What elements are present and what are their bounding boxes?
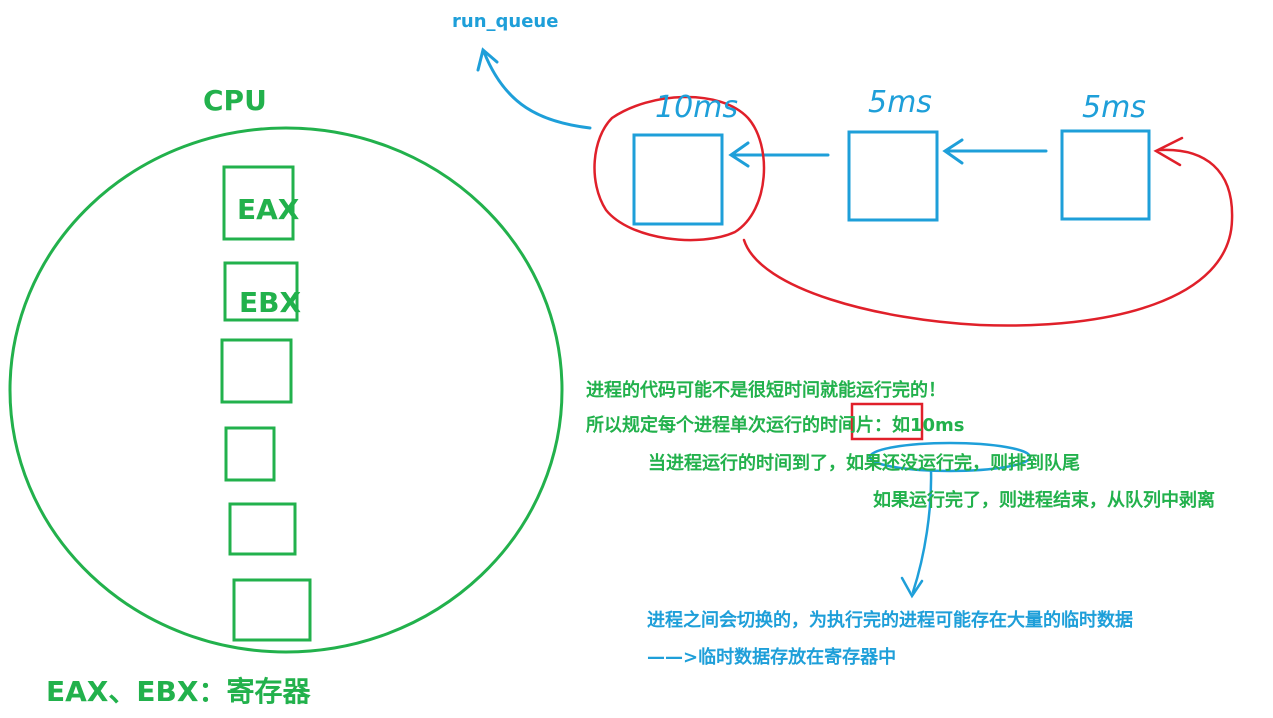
run-queue-label: run_queue: [452, 11, 559, 32]
register-label-ebx: EBX: [239, 286, 302, 319]
queue-arrow-3-to-2: [942, 138, 1048, 165]
register-label-eax: EAX: [237, 193, 300, 226]
switch-note-line-2: ——>临时数据存放在寄存器中: [647, 647, 897, 668]
note-line-4: 如果运行完了，则进程结束，从队列中剥离: [873, 490, 1215, 511]
queue-arrow-2-to-1: [728, 141, 830, 168]
cpu-circle: [8, 126, 564, 654]
register-box: [228, 502, 297, 556]
queue-box-2: [847, 130, 939, 222]
not-finished-ellipse: [868, 441, 1032, 473]
slice-label-1: 10ms: [655, 90, 739, 125]
note-line-3: 当进程运行的时间到了，如果还没运行完，则排到队尾: [648, 453, 1080, 474]
slice-label-2: 5ms: [868, 85, 932, 120]
queue-box-1: [632, 133, 724, 226]
cpu-footer: EAX、EBX：寄存器: [46, 675, 311, 708]
note-line-2-highlight: 时间片: [820, 415, 874, 436]
requeue-arrow: [742, 136, 1234, 327]
register-box: [220, 338, 293, 404]
switch-arrow: [900, 468, 933, 599]
register-box: [224, 426, 276, 482]
register-box-ebx: [223, 261, 299, 322]
queue-box-3: [1060, 129, 1151, 221]
note-line-2-suffix: ：如10ms: [874, 415, 965, 436]
note-line-2: 所以规定每个进程单次运行的时间片：如10ms: [586, 411, 965, 437]
current-process-circle: [593, 95, 766, 242]
switch-note-line-1: 进程之间会切换的，为执行完的进程可能存在大量的临时数据: [647, 610, 1133, 631]
run-queue-arrow: [476, 47, 592, 130]
register-box-eax: [222, 165, 295, 241]
time-slice-highlight: [850, 402, 924, 441]
register-box: [232, 578, 312, 642]
note-line-2-prefix: 所以规定每个进程单次运行的: [586, 415, 820, 436]
cpu-title: CPU: [203, 84, 267, 117]
note-line-1: 进程的代码可能不是很短时间就能运行完的！: [586, 380, 946, 401]
slice-label-3: 5ms: [1082, 90, 1146, 125]
